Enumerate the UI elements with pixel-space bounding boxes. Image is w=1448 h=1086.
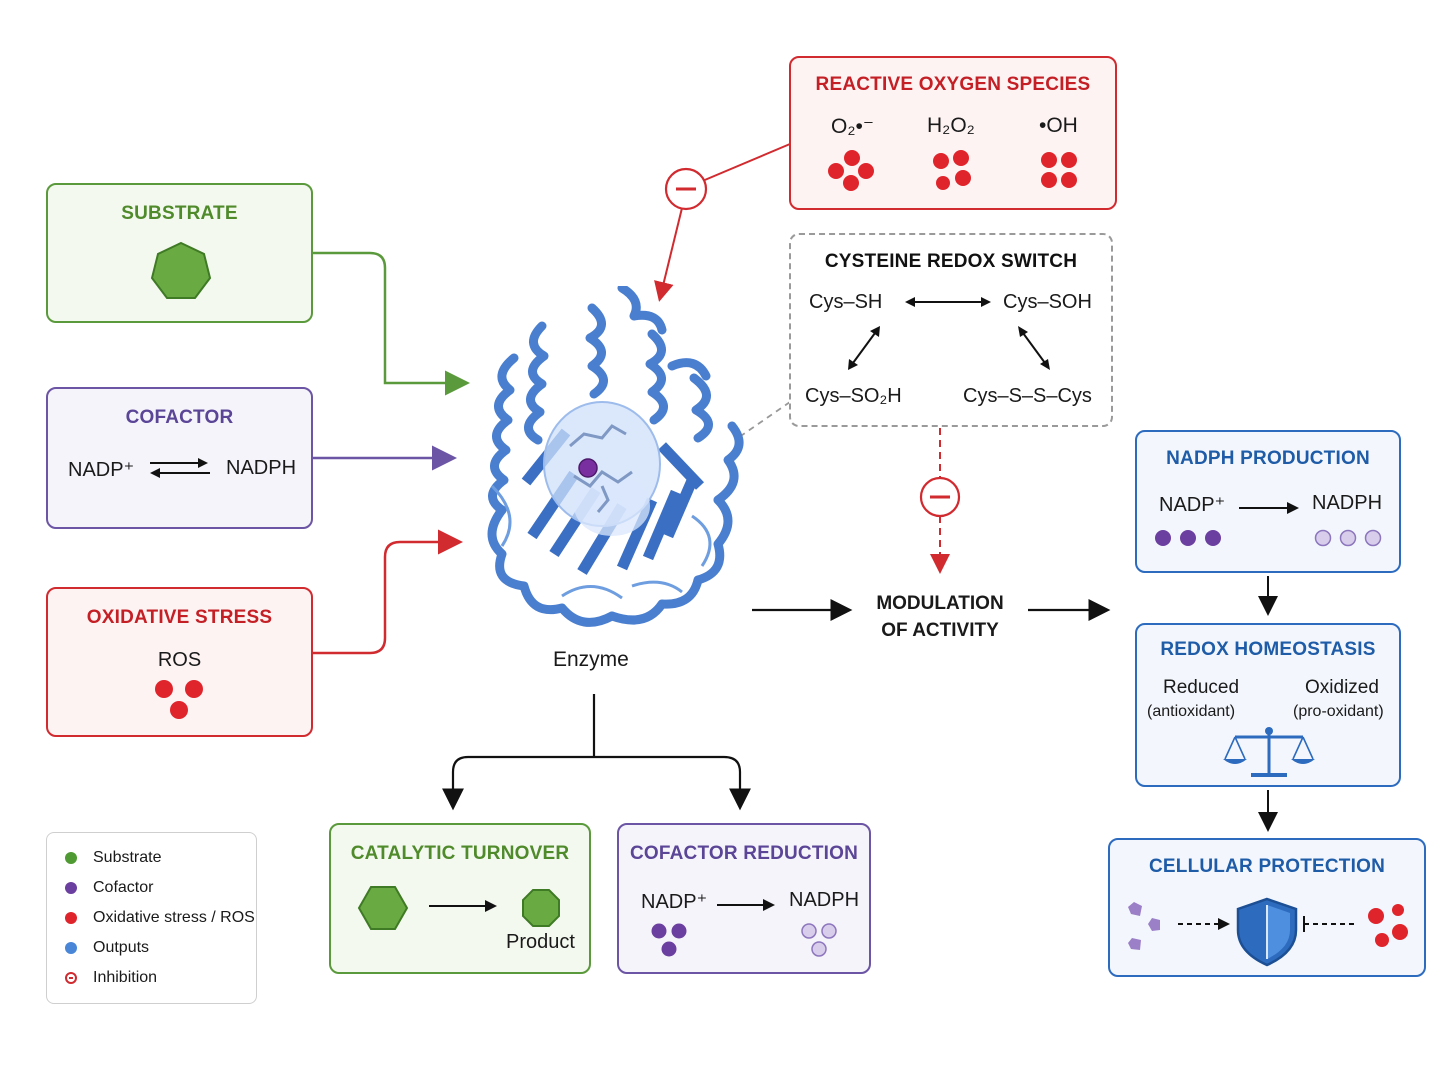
- legend-item-cofactor: Cofactor: [65, 879, 153, 897]
- superoxide-label: O₂•⁻: [831, 115, 874, 138]
- inhibition-icon: [65, 972, 77, 984]
- cys-soh-label: Cys–SOH: [1003, 291, 1092, 313]
- catalytic-turnover-title: CATALYTIC TURNOVER: [350, 843, 570, 864]
- cofactor-reduction-box: COFACTOR REDUCTION NADP⁺ NADPH: [617, 823, 871, 974]
- oxidative-stress-box: OXIDATIVE STRESS ROS: [46, 587, 313, 737]
- ros-species-box: REACTIVE OXYGEN SPECIES O₂•⁻ H₂O₂ •OH: [789, 56, 1117, 210]
- legend-item-outputs: Outputs: [65, 939, 149, 957]
- cellular-protection-box: CELLULAR PROTECTION: [1108, 838, 1426, 977]
- nadph-dots-icon: [801, 923, 837, 957]
- ros-label: ROS: [157, 649, 202, 671]
- modulation-line1: MODULATION: [876, 593, 1004, 614]
- reduced-sub-label: (antioxidant): [1147, 703, 1236, 720]
- oxidized-label: Oxidized: [1305, 677, 1379, 698]
- legend-label: Outputs: [93, 939, 150, 956]
- legend: Substrate Cofactor Oxidative stress / RO…: [46, 832, 257, 1004]
- legend-label: Oxidative stress / ROS: [93, 909, 255, 926]
- cellular-protection-title: CELLULAR PROTECTION: [1148, 856, 1385, 877]
- substrate-heptagon-icon: [150, 241, 212, 299]
- turnover-arrow-icon: [429, 900, 497, 912]
- hydroxyl-dots-icon: [1041, 152, 1077, 188]
- redox-homeostasis-box: REDOX HOMEOSTASIS Reduced (antioxidant) …: [1135, 623, 1401, 787]
- hydrogen-peroxide-label: H₂O₂: [927, 114, 975, 137]
- ros-inhibition-arrow: [654, 207, 683, 302]
- branch-left-arrow: [442, 755, 469, 811]
- reduction-arrow-icon: [717, 899, 775, 911]
- modulation-line2: OF ACTIVITY: [881, 620, 999, 641]
- legend-label: Substrate: [93, 849, 162, 866]
- ros-dots-icon: [155, 680, 203, 719]
- catalytic-turnover-box: CATALYTIC TURNOVER Product: [329, 823, 591, 974]
- production-arrow-icon: [1239, 502, 1299, 514]
- production-nadph: NADPH: [1312, 492, 1383, 514]
- modulation-label: MODULATION OF ACTIVITY: [860, 590, 1020, 644]
- enzyme-label: Enzyme: [553, 648, 629, 671]
- ros-inhibition-line: [699, 143, 791, 183]
- blocked-ros-dots-icon: [1368, 904, 1408, 947]
- product-octagon-icon: [522, 889, 560, 927]
- cys-disulfide-label: Cys–S–S–Cys: [963, 385, 1092, 407]
- cysteine-transition-arrows-icon: [848, 297, 1050, 370]
- shield-icon: [1236, 897, 1298, 967]
- cysteine-switch-title: CYSTEINE REDOX SWITCH: [824, 251, 1078, 272]
- legend-label: Inhibition: [93, 969, 158, 986]
- legend-item-substrate: Substrate: [65, 849, 161, 867]
- oxidative-stress-title: OXIDATIVE STRESS: [86, 607, 273, 628]
- damaged-molecules-icon: [1128, 902, 1160, 950]
- protection-dashed-arrow-icon: [1178, 918, 1230, 930]
- substrate-hexagon-icon: [357, 886, 409, 930]
- cys-sh-label: Cys–SH: [809, 291, 883, 313]
- redox-homeostasis-title: REDOX HOMEOSTASIS: [1160, 639, 1376, 660]
- outputs-dot-icon: [65, 942, 77, 954]
- cofactor-box: COFACTOR NADP⁺ NADPH: [46, 387, 313, 529]
- substrate-box: SUBSTRATE: [46, 183, 313, 323]
- hydroxyl-label: •OH: [1039, 114, 1078, 137]
- enzyme-structure-icon: [487, 286, 744, 627]
- ros-species-title: REACTIVE OXYGEN SPECIES: [815, 74, 1091, 95]
- cysteine-link: [734, 401, 791, 441]
- substrate-connector: [313, 251, 470, 396]
- nadp-dots-icon: [651, 923, 687, 957]
- production-nadp: NADP⁺: [1159, 494, 1226, 516]
- stress-connector: [313, 529, 463, 655]
- cofactor-title: COFACTOR: [125, 407, 234, 428]
- substrate-title: SUBSTRATE: [121, 203, 238, 224]
- enzyme-branch: [468, 694, 724, 759]
- legend-item-inhibition: Inhibition: [65, 969, 157, 987]
- reduced-label: Reduced: [1163, 677, 1240, 698]
- oxidized-sub-label: (pro-oxidant): [1293, 703, 1384, 720]
- cofactor-nadp: NADP⁺: [68, 459, 135, 481]
- cofactor-reduction-title: COFACTOR REDUCTION: [629, 843, 859, 864]
- reduction-nadph: NADPH: [789, 889, 860, 911]
- cofactor-dot-icon: [65, 882, 77, 894]
- production-nadp-dots-icon: [1155, 530, 1221, 546]
- superoxide-dots-icon: [828, 150, 874, 191]
- ros-dot-icon: [65, 912, 77, 924]
- balance-scale-icon: [1223, 727, 1315, 777]
- cysteine-switch-box: CYSTEINE REDOX SWITCH Cys–SH Cys–SOH Cys…: [789, 233, 1113, 427]
- legend-item-ros: Oxidative stress / ROS: [65, 909, 255, 927]
- nadph-production-box: NADPH PRODUCTION NADP⁺ NADPH: [1135, 430, 1401, 573]
- peroxide-dots-icon: [933, 150, 971, 190]
- substrate-dot-icon: [65, 852, 77, 864]
- cofactor-nadph: NADPH: [226, 457, 297, 479]
- production-nadph-dots-icon: [1314, 529, 1382, 547]
- legend-label: Cofactor: [93, 879, 154, 896]
- cys-so2h-label: Cys–SO₂H: [805, 385, 902, 407]
- product-label: Product: [506, 931, 575, 953]
- equilibrium-arrows-icon: [150, 458, 210, 478]
- nadph-production-title: NADPH PRODUCTION: [1166, 448, 1370, 469]
- ros-block-icon: [1303, 916, 1356, 932]
- reduction-nadp: NADP⁺: [641, 891, 708, 913]
- branch-right-arrow: [723, 755, 751, 811]
